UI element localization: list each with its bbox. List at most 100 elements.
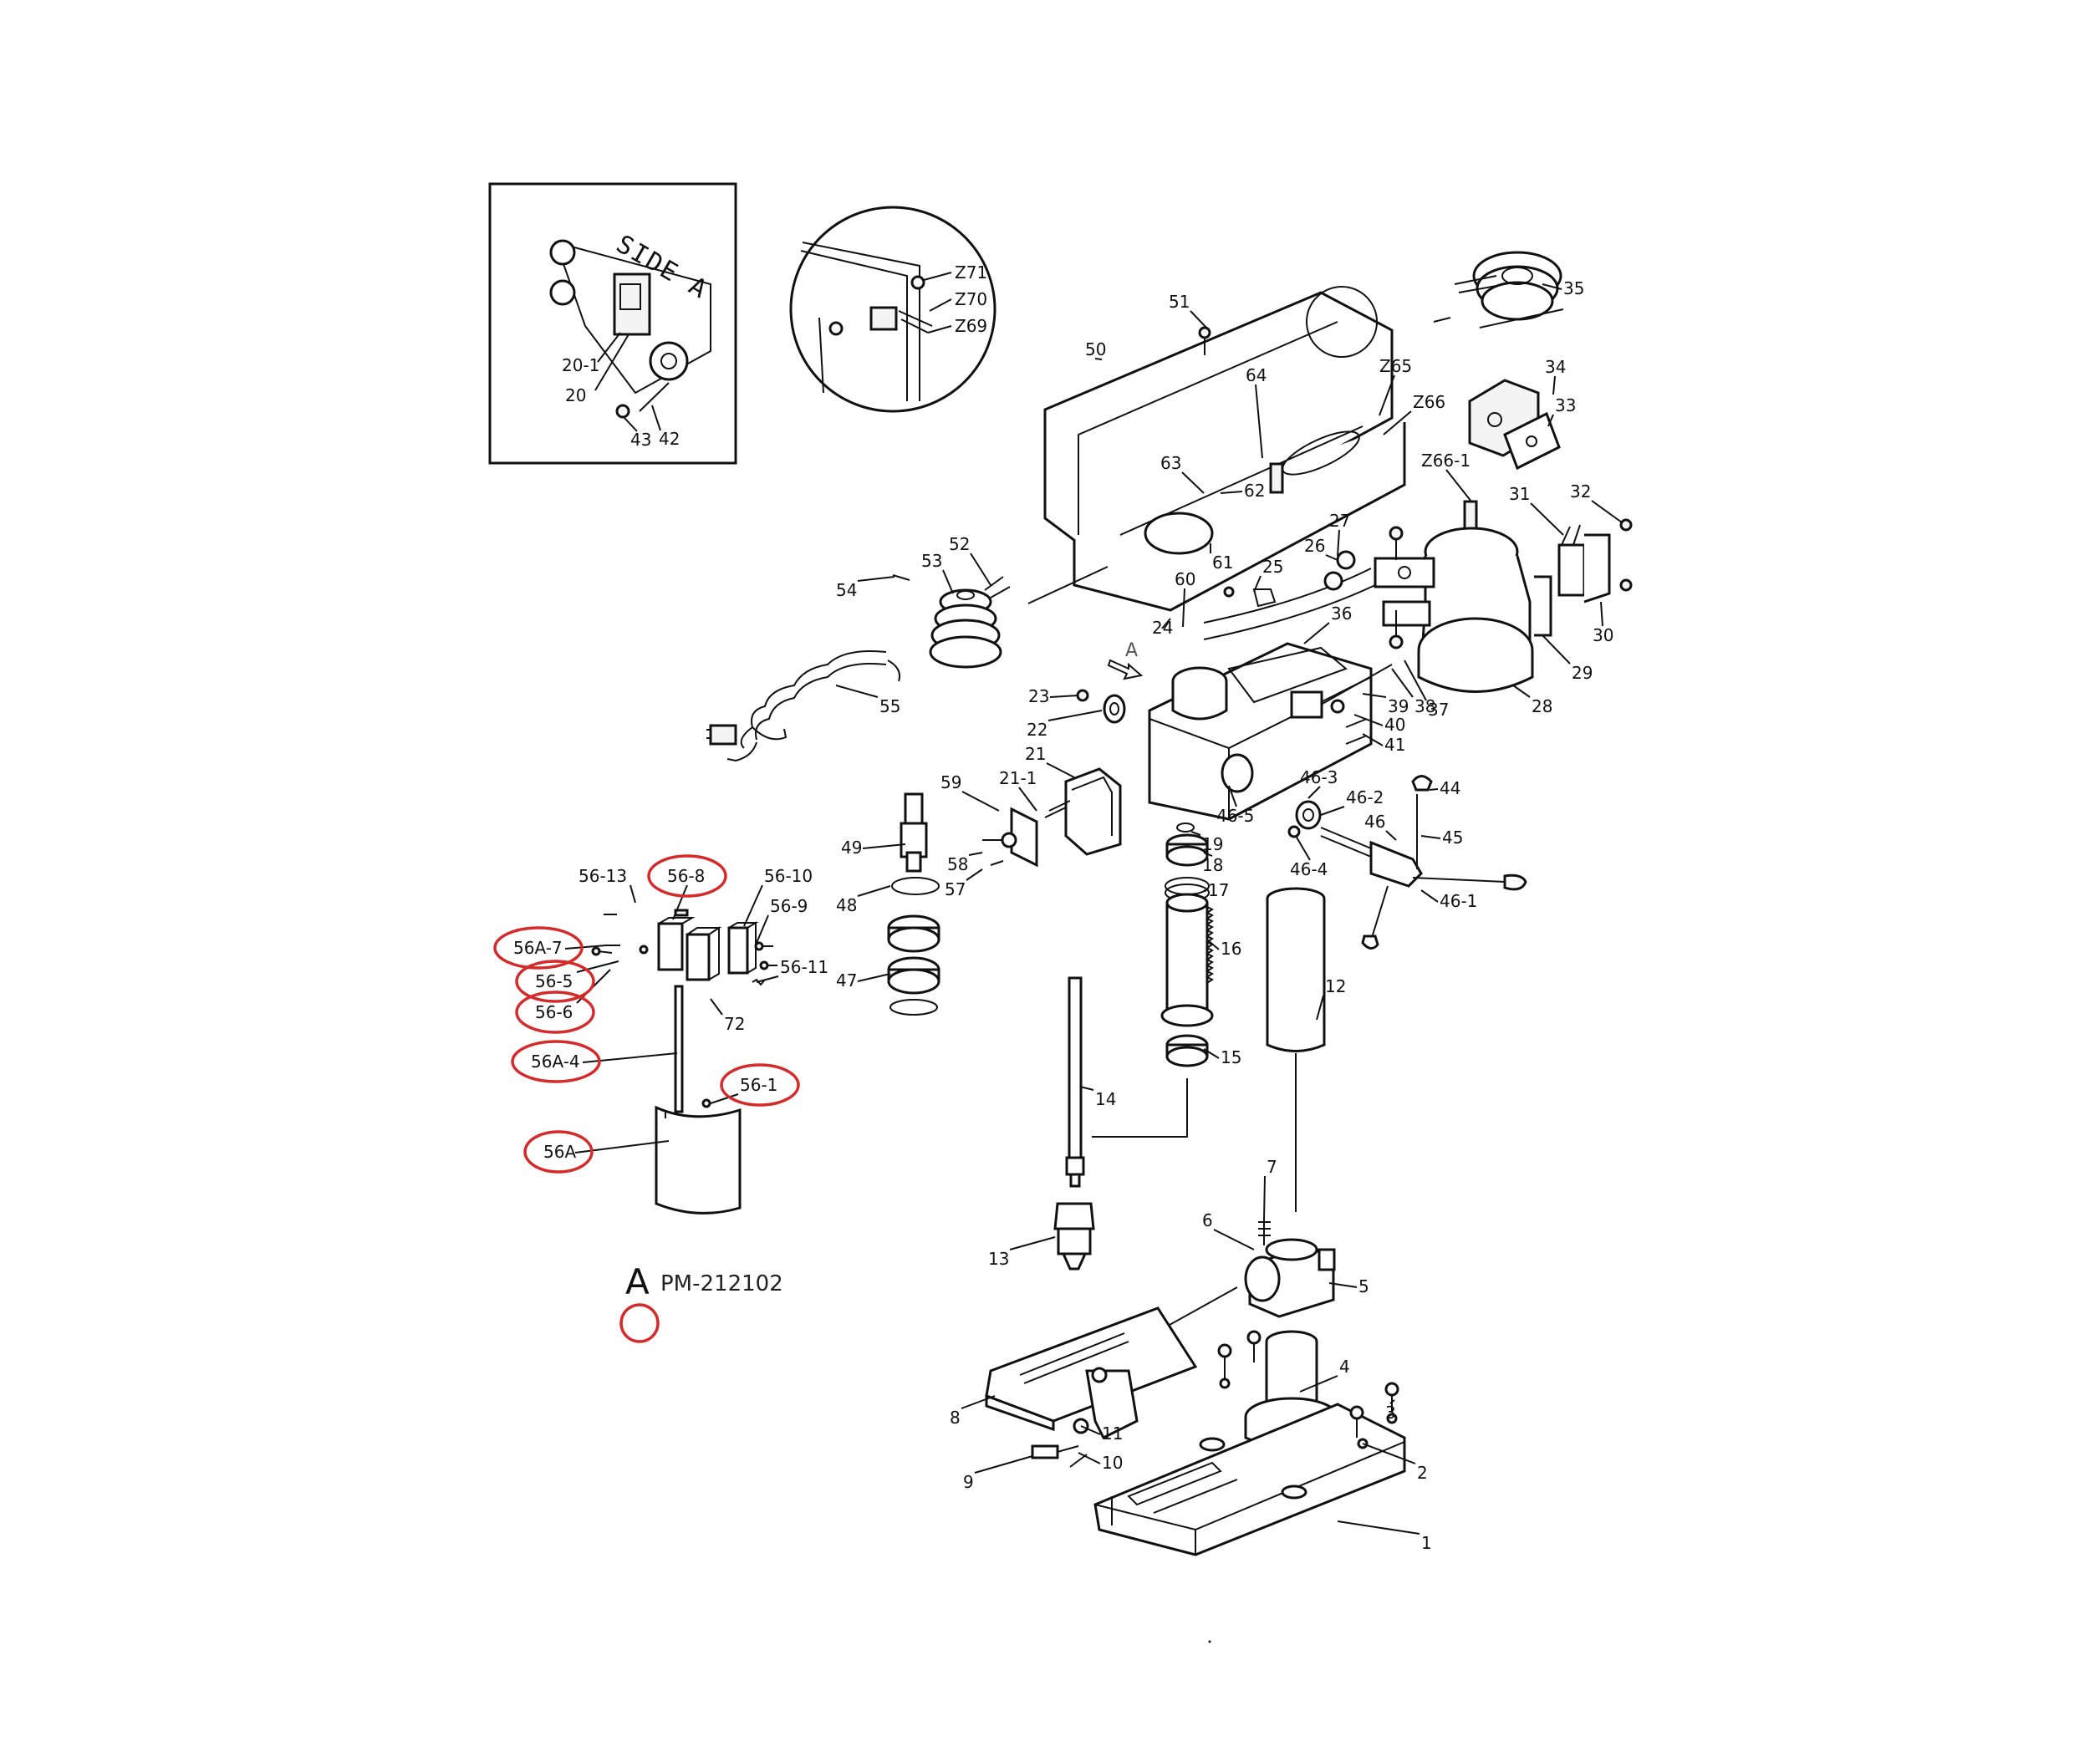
spindle [1053, 976, 1188, 1271]
part-label-37: 37 [1428, 700, 1449, 720]
part-label-9: 9 [963, 1472, 974, 1492]
part-label-56-1: 56-1 [740, 1075, 777, 1095]
part-label-47: 47 [836, 970, 857, 991]
leader-line [1391, 668, 1414, 698]
detail-spring [898, 310, 933, 327]
quill-tube [1165, 901, 1209, 1017]
part-label-56-11: 56-11 [780, 957, 828, 977]
leader-line [1049, 695, 1079, 698]
feed-collar-46-3 [1295, 800, 1322, 830]
leader-line [1303, 622, 1330, 644]
motor-pulley [1433, 251, 1564, 328]
leader-line [857, 973, 891, 982]
part-label-58: 58 [947, 854, 968, 874]
belt-guard-rod [1119, 425, 1363, 536]
table-top [985, 1306, 1198, 1423]
cord-bushings [1203, 550, 1376, 640]
view-arrow-label: A [1125, 640, 1138, 661]
leader-line [1552, 375, 1556, 395]
leader-line [1079, 1086, 1094, 1091]
inset-label: 42 [659, 429, 680, 449]
part-label-27: 27 [1329, 511, 1350, 531]
detail-label: Z71 [955, 262, 987, 283]
part-label-49: 49 [841, 838, 862, 858]
leader-line [1600, 601, 1603, 627]
part-label-46-4: 46-4 [1290, 859, 1328, 879]
part-label-28: 28 [1532, 696, 1552, 716]
leader-line [1080, 1425, 1101, 1435]
part-label-26: 26 [1304, 536, 1325, 556]
part-label-44: 44 [1440, 778, 1460, 798]
base-plate [1093, 1403, 1406, 1556]
inset-label: 43 [630, 430, 651, 450]
leader-line [970, 553, 991, 586]
part-label-62: 62 [1244, 481, 1265, 501]
leader-line [1316, 995, 1324, 1021]
leader-line [1420, 835, 1441, 839]
feed-hub [1369, 840, 1423, 888]
inset-nut [615, 404, 630, 419]
inset-label: 20-1 [562, 355, 599, 375]
leader-line [756, 914, 769, 944]
highlight-circle-56-5 [515, 960, 595, 1003]
leader-line [1295, 835, 1311, 861]
part-label-14: 14 [1095, 1089, 1116, 1109]
part-label-3: 3 [1385, 1403, 1396, 1423]
side-a-inset: SIDE A 20-1 20 43 42 [488, 182, 737, 465]
stray-dot [1208, 1640, 1211, 1643]
belt-guard [1043, 286, 1406, 612]
leader-line [968, 852, 983, 856]
leader-line [1213, 1229, 1255, 1250]
part-label-50: 50 [1085, 339, 1106, 359]
highlight-circle-56a-4 [511, 1040, 601, 1083]
part-label-40: 40 [1384, 715, 1405, 735]
leader-line [1018, 787, 1037, 812]
revision-block: A PM-212102 [619, 1261, 783, 1343]
part-label-56-10: 56-10 [764, 866, 813, 886]
leader-line [1362, 693, 1387, 698]
chuck-13 [1053, 1202, 1095, 1230]
part-label-45: 45 [1442, 828, 1463, 848]
part-label-56-5: 56-5 [535, 971, 573, 991]
part-label-6: 6 [1202, 1210, 1213, 1230]
leader-line [710, 998, 723, 1016]
table-arm [1161, 1219, 1336, 1330]
head-casting [1148, 642, 1393, 821]
leader-line [1530, 502, 1564, 536]
leader-line [1190, 831, 1201, 836]
work-table [985, 1306, 1198, 1468]
part-label-21: 21 [1025, 744, 1046, 764]
inset-label: 20 [565, 385, 586, 405]
leader-line [1337, 1520, 1420, 1535]
leader-line [1190, 310, 1209, 330]
capacitor-body [1557, 543, 1586, 597]
leader-line [1362, 1443, 1416, 1464]
guard-block-72 [686, 933, 711, 981]
leader-line [966, 868, 983, 881]
part-label-55: 55 [879, 696, 900, 716]
part-label-22: 22 [1027, 720, 1047, 740]
view-arrow: A [1107, 640, 1144, 680]
leader-line [1228, 785, 1237, 807]
part-label-54: 54 [836, 580, 857, 600]
part-label-2: 2 [1417, 1463, 1428, 1483]
leader-line [576, 960, 619, 973]
part-label-12: 12 [1325, 976, 1346, 996]
power-cord [706, 650, 901, 762]
part-label-29: 29 [1572, 663, 1593, 683]
detail-label: Z70 [955, 289, 987, 309]
leader-line [1385, 830, 1397, 841]
leader-line [1207, 940, 1220, 950]
leader-line [1181, 471, 1205, 494]
part-label-46-1: 46-1 [1440, 891, 1477, 911]
switch-bracket-upper [549, 239, 576, 266]
part-label-1: 1 [1421, 1533, 1432, 1553]
part-label-51: 51 [1169, 292, 1190, 312]
revision-circle [619, 1303, 660, 1343]
part-label-7: 7 [1267, 1157, 1277, 1177]
part-label-46: 46 [1364, 812, 1385, 832]
strain-relief [649, 341, 689, 381]
feed-handle-right [1412, 877, 1506, 883]
capacitor-cover [1583, 533, 1611, 603]
